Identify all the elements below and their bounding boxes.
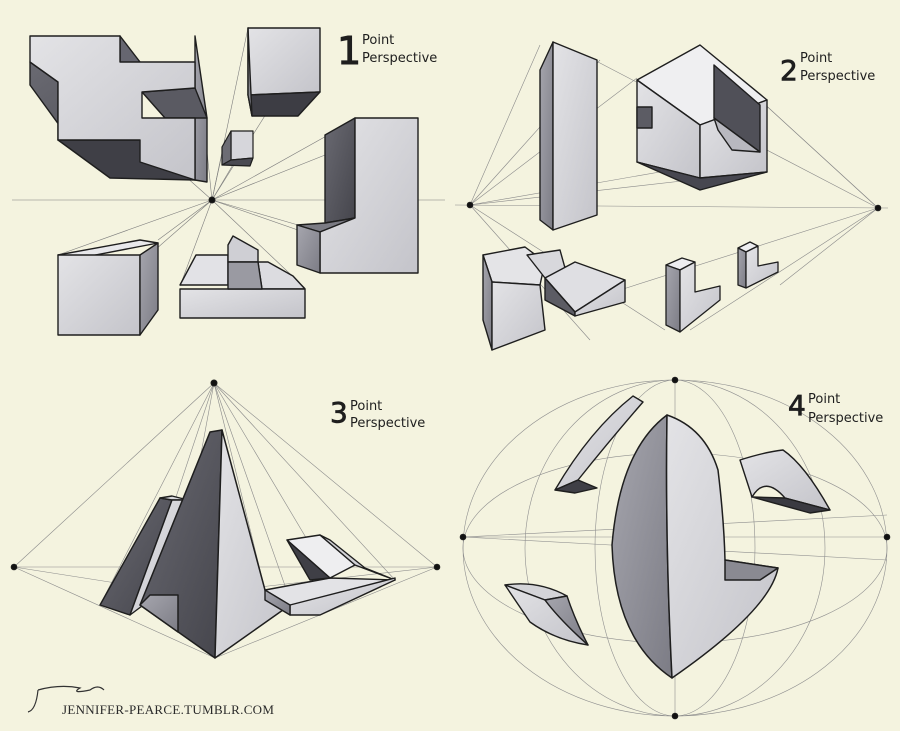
three-point-word-perspective: Perspective (350, 416, 425, 431)
one-point-panel (12, 27, 445, 336)
three-point-title: 3 Point Perspective (330, 396, 426, 431)
two-point-low-block (482, 246, 626, 351)
two-point-open-box (636, 44, 768, 191)
signature-website: JENNIFER-PEARCE.TUMBLR.COM (62, 702, 274, 717)
three-point-left-dot (10, 563, 18, 571)
one-point-vanishing-dot (208, 196, 216, 204)
one-point-title: 1 Point Perspective (337, 29, 438, 74)
three-point-top-dot (210, 379, 218, 387)
one-point-l-block (296, 117, 419, 274)
four-point-curved-arc (554, 395, 644, 494)
one-point-notched-block (29, 35, 208, 183)
one-point-bottom-cube (57, 239, 159, 336)
signature-scrawl (27, 685, 105, 713)
artist-signature: JENNIFER-PEARCE.TUMBLR.COM (27, 685, 274, 717)
three-point-word-point: Point (350, 399, 382, 414)
three-point-panel (10, 379, 441, 659)
four-point-top-dot (671, 376, 679, 384)
two-point-tall-pillar (539, 41, 598, 231)
one-point-word-point: Point (362, 33, 394, 48)
two-point-word-point: Point (800, 51, 832, 66)
four-point-right-dot (883, 533, 891, 541)
four-point-title: 4 Point Perspective (788, 389, 884, 426)
two-point-word-perspective: Perspective (800, 69, 875, 84)
two-point-panel (454, 41, 889, 351)
four-point-word-point: Point (808, 392, 840, 407)
two-point-right-dot (874, 204, 882, 212)
four-point-left-dot (459, 533, 467, 541)
two-point-numeral: 2 (780, 54, 798, 87)
four-point-curved-box (739, 449, 831, 514)
four-point-numeral: 4 (788, 389, 806, 422)
one-point-word-perspective: Perspective (362, 51, 437, 66)
four-point-word-perspective: Perspective (808, 411, 883, 426)
four-point-curved-slab (611, 414, 779, 679)
two-point-left-dot (466, 201, 474, 209)
four-point-curved-wedge (504, 583, 589, 646)
three-point-right-dot (433, 563, 441, 571)
one-point-stepped-block (179, 235, 306, 319)
one-point-small-cube (221, 130, 254, 167)
three-point-right-block (264, 534, 396, 616)
four-point-panel (459, 376, 891, 720)
two-point-small-l-block (665, 257, 721, 333)
two-point-title: 2 Point Perspective (780, 51, 876, 87)
four-point-bottom-dot (671, 712, 679, 720)
two-point-tiny-l-block (737, 241, 779, 289)
one-point-top-cube (247, 27, 321, 117)
three-point-numeral: 3 (330, 396, 348, 429)
one-point-numeral: 1 (337, 29, 361, 73)
